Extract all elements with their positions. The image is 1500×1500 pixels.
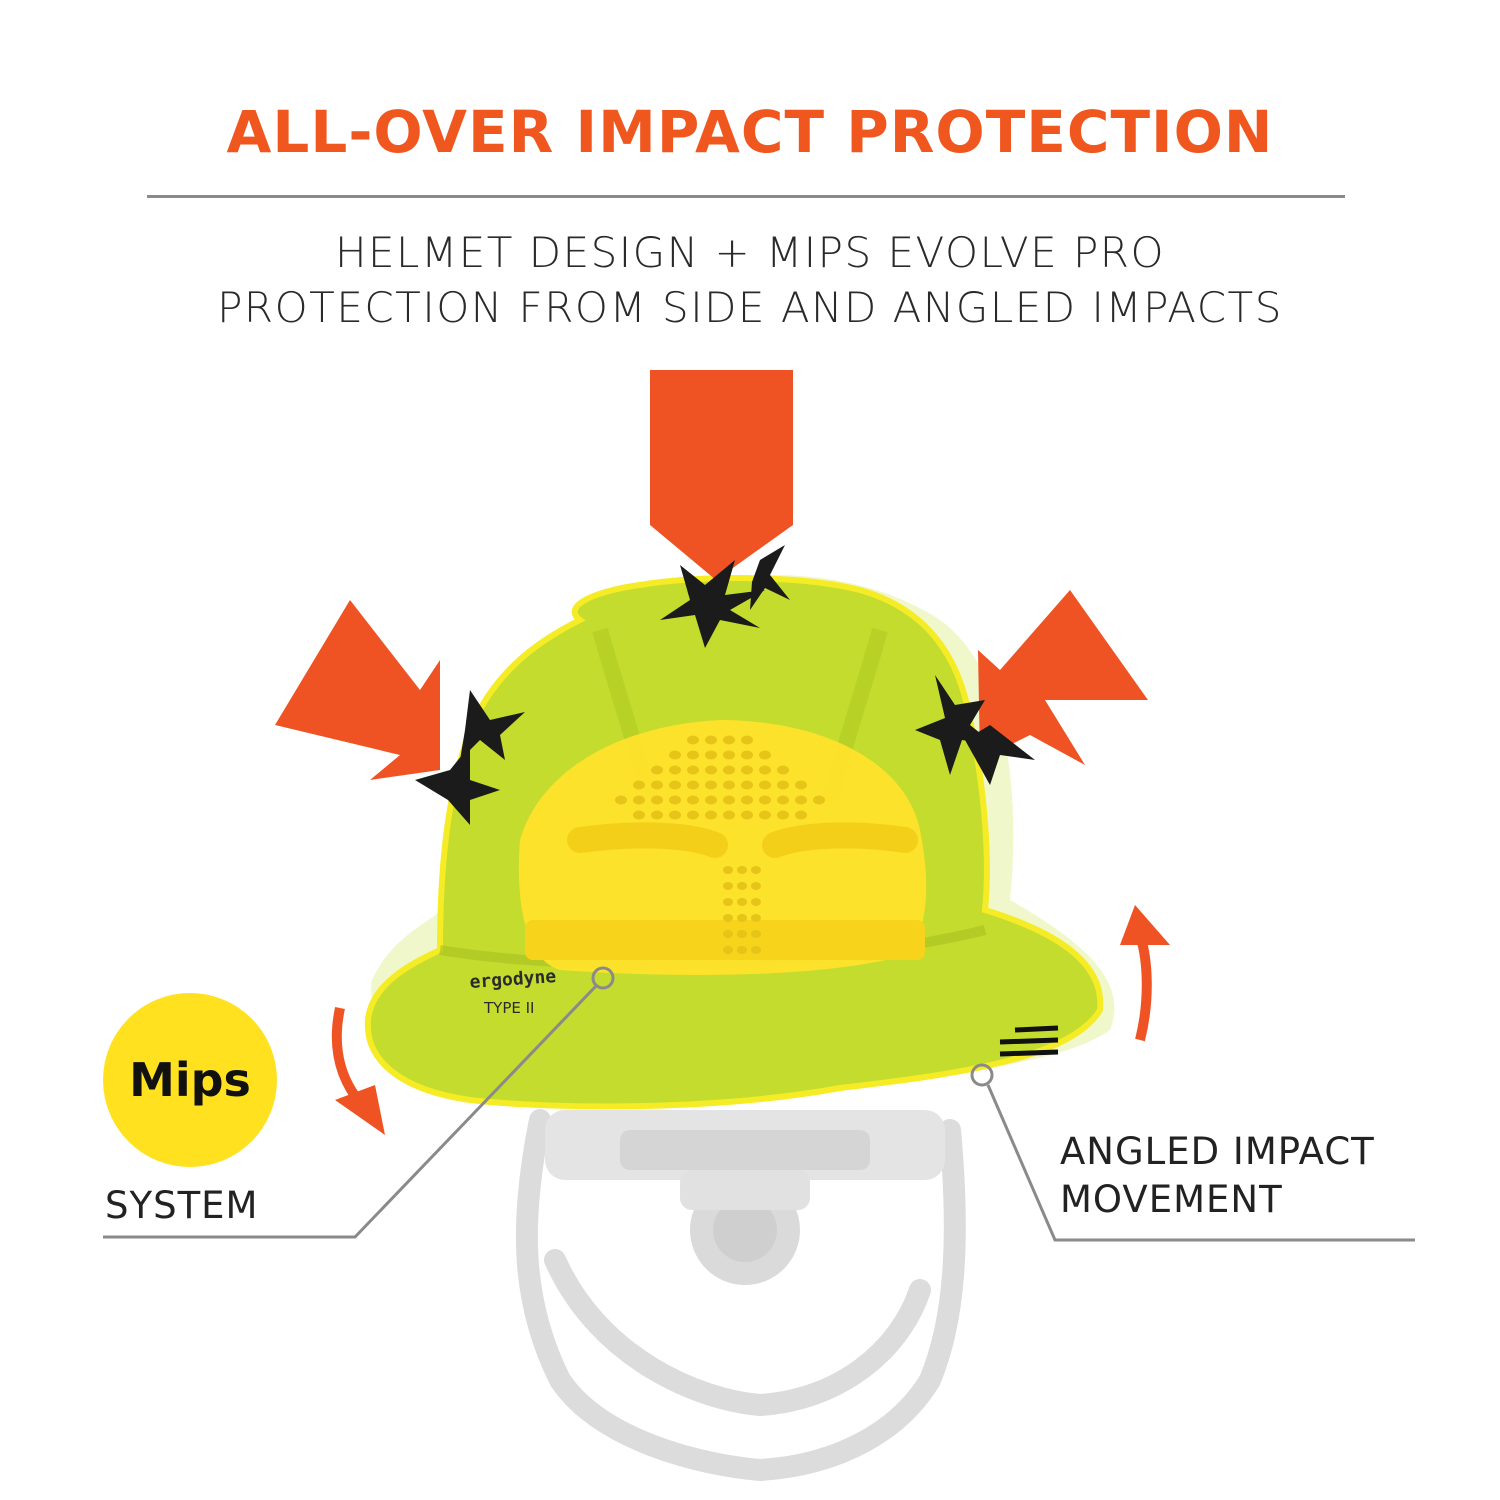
liner-vent-hole	[687, 735, 699, 745]
impact-arrow-icon	[650, 522, 793, 580]
liner-vent-hole	[705, 780, 717, 790]
liner-vent-hole	[705, 750, 717, 760]
callout-line-system	[103, 966, 615, 1239]
liner-vent-hole	[633, 780, 645, 790]
mips-badge-text: Mips	[129, 1053, 251, 1107]
liner-vent-hole	[777, 780, 789, 790]
callout-line-angled	[970, 1063, 1415, 1242]
liner-vent-holes	[615, 735, 825, 954]
liner-vent-hole	[687, 795, 699, 805]
helmet-type-label: TYPE II	[483, 999, 534, 1017]
liner-vent-hole	[759, 810, 771, 820]
impact-arrow-icon	[978, 590, 1148, 765]
callout-label-angled-line-2: MOVEMENT	[1060, 1178, 1283, 1221]
mips-badge: Mips	[103, 993, 277, 1167]
suspension-harness	[515, 1109, 966, 1482]
liner-vent-hole	[723, 735, 735, 745]
liner-vent-hole	[687, 750, 699, 760]
callout-label-angled-line-1: ANGLED IMPACT	[1060, 1130, 1375, 1173]
liner-vent-hole	[795, 810, 807, 820]
liner-vent-hole	[669, 795, 681, 805]
liner-vent-hole	[669, 780, 681, 790]
callout-label-angled: ANGLED IMPACT MOVEMENT	[1060, 1128, 1375, 1224]
liner-vent-hole	[737, 866, 747, 874]
liner-vent-hole	[741, 795, 753, 805]
liner-vent-hole	[751, 898, 761, 906]
subtitle-line-1: HELMET DESIGN + MIPS EVOLVE PRO	[334, 228, 1166, 277]
liner-vent-hole	[741, 765, 753, 775]
liner-vent-hole	[705, 795, 717, 805]
liner-vent-hole	[751, 882, 761, 890]
liner-vent-hole	[737, 930, 747, 938]
liner-vent-hole	[737, 914, 747, 922]
liner-vent-hole	[669, 765, 681, 775]
liner-vent-hole	[751, 866, 761, 874]
liner-slot	[762, 822, 918, 858]
liner-vent-hole	[741, 735, 753, 745]
liner-vent-hole	[723, 780, 735, 790]
liner-vent-hole	[737, 882, 747, 890]
liner-vent-hole	[723, 946, 733, 954]
liner-vent-hole	[737, 946, 747, 954]
mips-liner-band	[525, 920, 925, 960]
liner-vent-hole	[759, 795, 771, 805]
liner-vent-hole	[723, 765, 735, 775]
liner-vent-hole	[615, 795, 627, 805]
liner-vent-hole	[795, 795, 807, 805]
subtitle-line-2: PROTECTION FROM SIDE AND ANGLED IMPACTS	[217, 283, 1283, 332]
suspension-band	[545, 1110, 945, 1285]
rotation-arrow-icon	[1120, 905, 1170, 1042]
liner-vent-hole	[741, 750, 753, 760]
liner-vent-hole	[723, 866, 733, 874]
liner-vent-hole	[759, 750, 771, 760]
liner-vent-hole	[687, 810, 699, 820]
liner-vent-hole	[777, 795, 789, 805]
motion-lines-icon	[999, 1025, 1059, 1057]
title-divider	[147, 195, 1345, 198]
liner-vent-hole	[723, 914, 733, 922]
impact-arrow-icon	[275, 600, 440, 780]
liner-vent-hole	[651, 795, 663, 805]
liner-vent-hole	[759, 765, 771, 775]
liner-vent-hole	[777, 810, 789, 820]
impact-burst-icon	[415, 545, 1035, 825]
liner-vent-hole	[759, 780, 771, 790]
liner-vent-hole	[669, 750, 681, 760]
liner-vent-hole	[741, 810, 753, 820]
liner-vent-hole	[777, 765, 789, 775]
liner-vent-hole	[751, 946, 761, 954]
liner-vent-hole	[687, 780, 699, 790]
liner-vent-hole	[813, 795, 825, 805]
page-title: ALL-OVER IMPACT PROTECTION	[226, 98, 1274, 166]
liner-slot	[567, 822, 728, 858]
liner-vent-hole	[795, 780, 807, 790]
liner-vent-hole	[651, 780, 663, 790]
liner-vent-hole	[723, 795, 735, 805]
liner-vent-hole	[705, 735, 717, 745]
liner-vent-hole	[651, 765, 663, 775]
liner-vent-hole	[723, 810, 735, 820]
liner-vent-hole	[723, 750, 735, 760]
rotation-arrow-icon	[331, 1006, 385, 1135]
liner-vent-hole	[737, 898, 747, 906]
liner-vent-hole	[723, 898, 733, 906]
liner-vent-hole	[723, 882, 733, 890]
liner-vent-hole	[705, 810, 717, 820]
callout-label-system: SYSTEM	[105, 1184, 259, 1227]
liner-vent-hole	[669, 810, 681, 820]
liner-vent-hole	[633, 810, 645, 820]
liner-vent-hole	[633, 795, 645, 805]
liner-vent-hole	[751, 914, 761, 922]
liner-vent-hole	[687, 765, 699, 775]
liner-vent-hole	[723, 930, 733, 938]
liner-vent-hole	[705, 765, 717, 775]
liner-vent-hole	[651, 810, 663, 820]
liner-vent-hole	[741, 780, 753, 790]
liner-vent-hole	[751, 930, 761, 938]
